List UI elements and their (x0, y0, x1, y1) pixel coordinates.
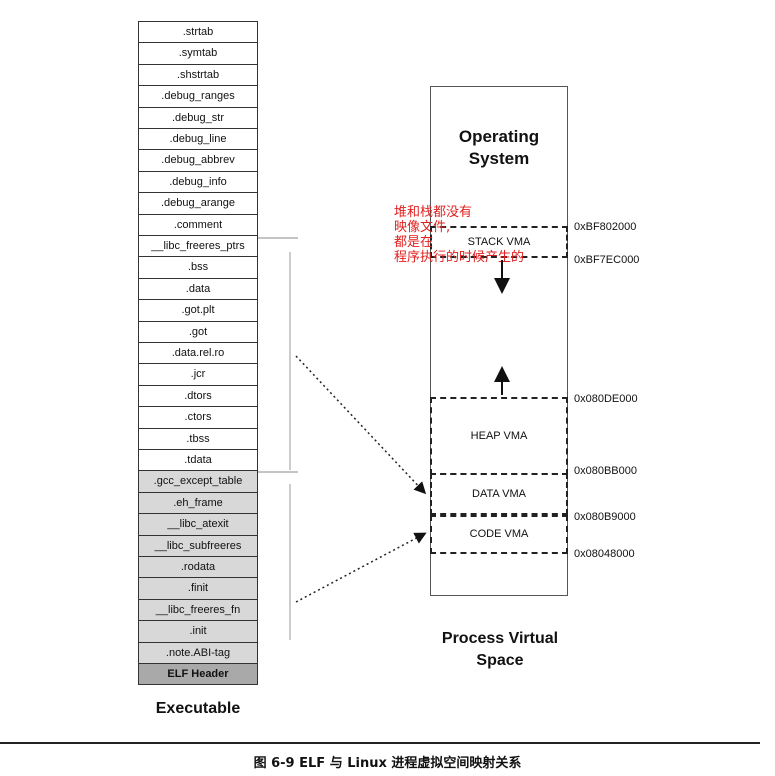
stack-vma-label: STACK VMA (467, 236, 531, 248)
code-vma: CODE VMA (430, 515, 568, 554)
pvs-title-line-2: Space (476, 652, 524, 669)
elf-section: .eh_frame (138, 491, 258, 515)
pvs-title-line-1: Process Virtual (441, 630, 559, 647)
elf-section: .debug_info (138, 170, 258, 194)
annotation-line-1: 堆和栈都没有 (394, 205, 473, 220)
caption-rule (0, 742, 760, 744)
elf-section: .debug_line (138, 128, 258, 151)
addr-heap-top: 0x080DE000 (574, 393, 638, 405)
data-vma: DATA VMA (430, 473, 568, 515)
annotation-line-4: 程序执行的时候产生的 (394, 250, 525, 265)
stack-vma: STACK VMA (430, 226, 568, 258)
code-mapping-arrow (295, 532, 427, 603)
elf-section: .symtab (138, 42, 258, 65)
addr-data-top: 0x080BB000 (574, 465, 637, 477)
elf-section: .shstrtab (138, 63, 258, 87)
addr-code-top: 0x080B9000 (574, 511, 636, 523)
elf-section: __libc_atexit (138, 513, 258, 536)
figure-caption: 图 6-9 ELF 与 Linux 进程虚拟空间映射关系 (253, 756, 522, 771)
elf-section: .got (138, 320, 258, 343)
data-mapping-arrow (295, 355, 427, 495)
annotation-line-2: 映像文件, (394, 220, 451, 235)
heap-vma-label: HEAP VMA (470, 430, 528, 442)
elf-section: .data (138, 277, 258, 301)
os-line-2: System (468, 149, 530, 168)
os-line-1: Operating (458, 127, 540, 146)
process-virtual-space-box (430, 86, 568, 596)
process-virtual-space-title: Process Virtual Space (420, 628, 580, 672)
elf-section: .tbss (138, 427, 258, 450)
code-vma-label: CODE VMA (469, 528, 529, 540)
data-vma-label: DATA VMA (472, 488, 526, 500)
addr-stack-top: 0xBF802000 (574, 221, 637, 233)
addr-code-bottom: 0x08048000 (574, 548, 635, 560)
executable-label: Executable (155, 700, 241, 717)
red-annotation: 堆和栈都没有 映像文件, 都是在 程序执行的时候产生的 (394, 205, 524, 265)
operating-system-label: Operating System (430, 126, 568, 170)
annotation-line-3: 都是在 (394, 235, 434, 250)
addr-stack-bottom: 0xBF7EC000 (574, 254, 640, 266)
elf-section: ELF Header (138, 663, 258, 686)
